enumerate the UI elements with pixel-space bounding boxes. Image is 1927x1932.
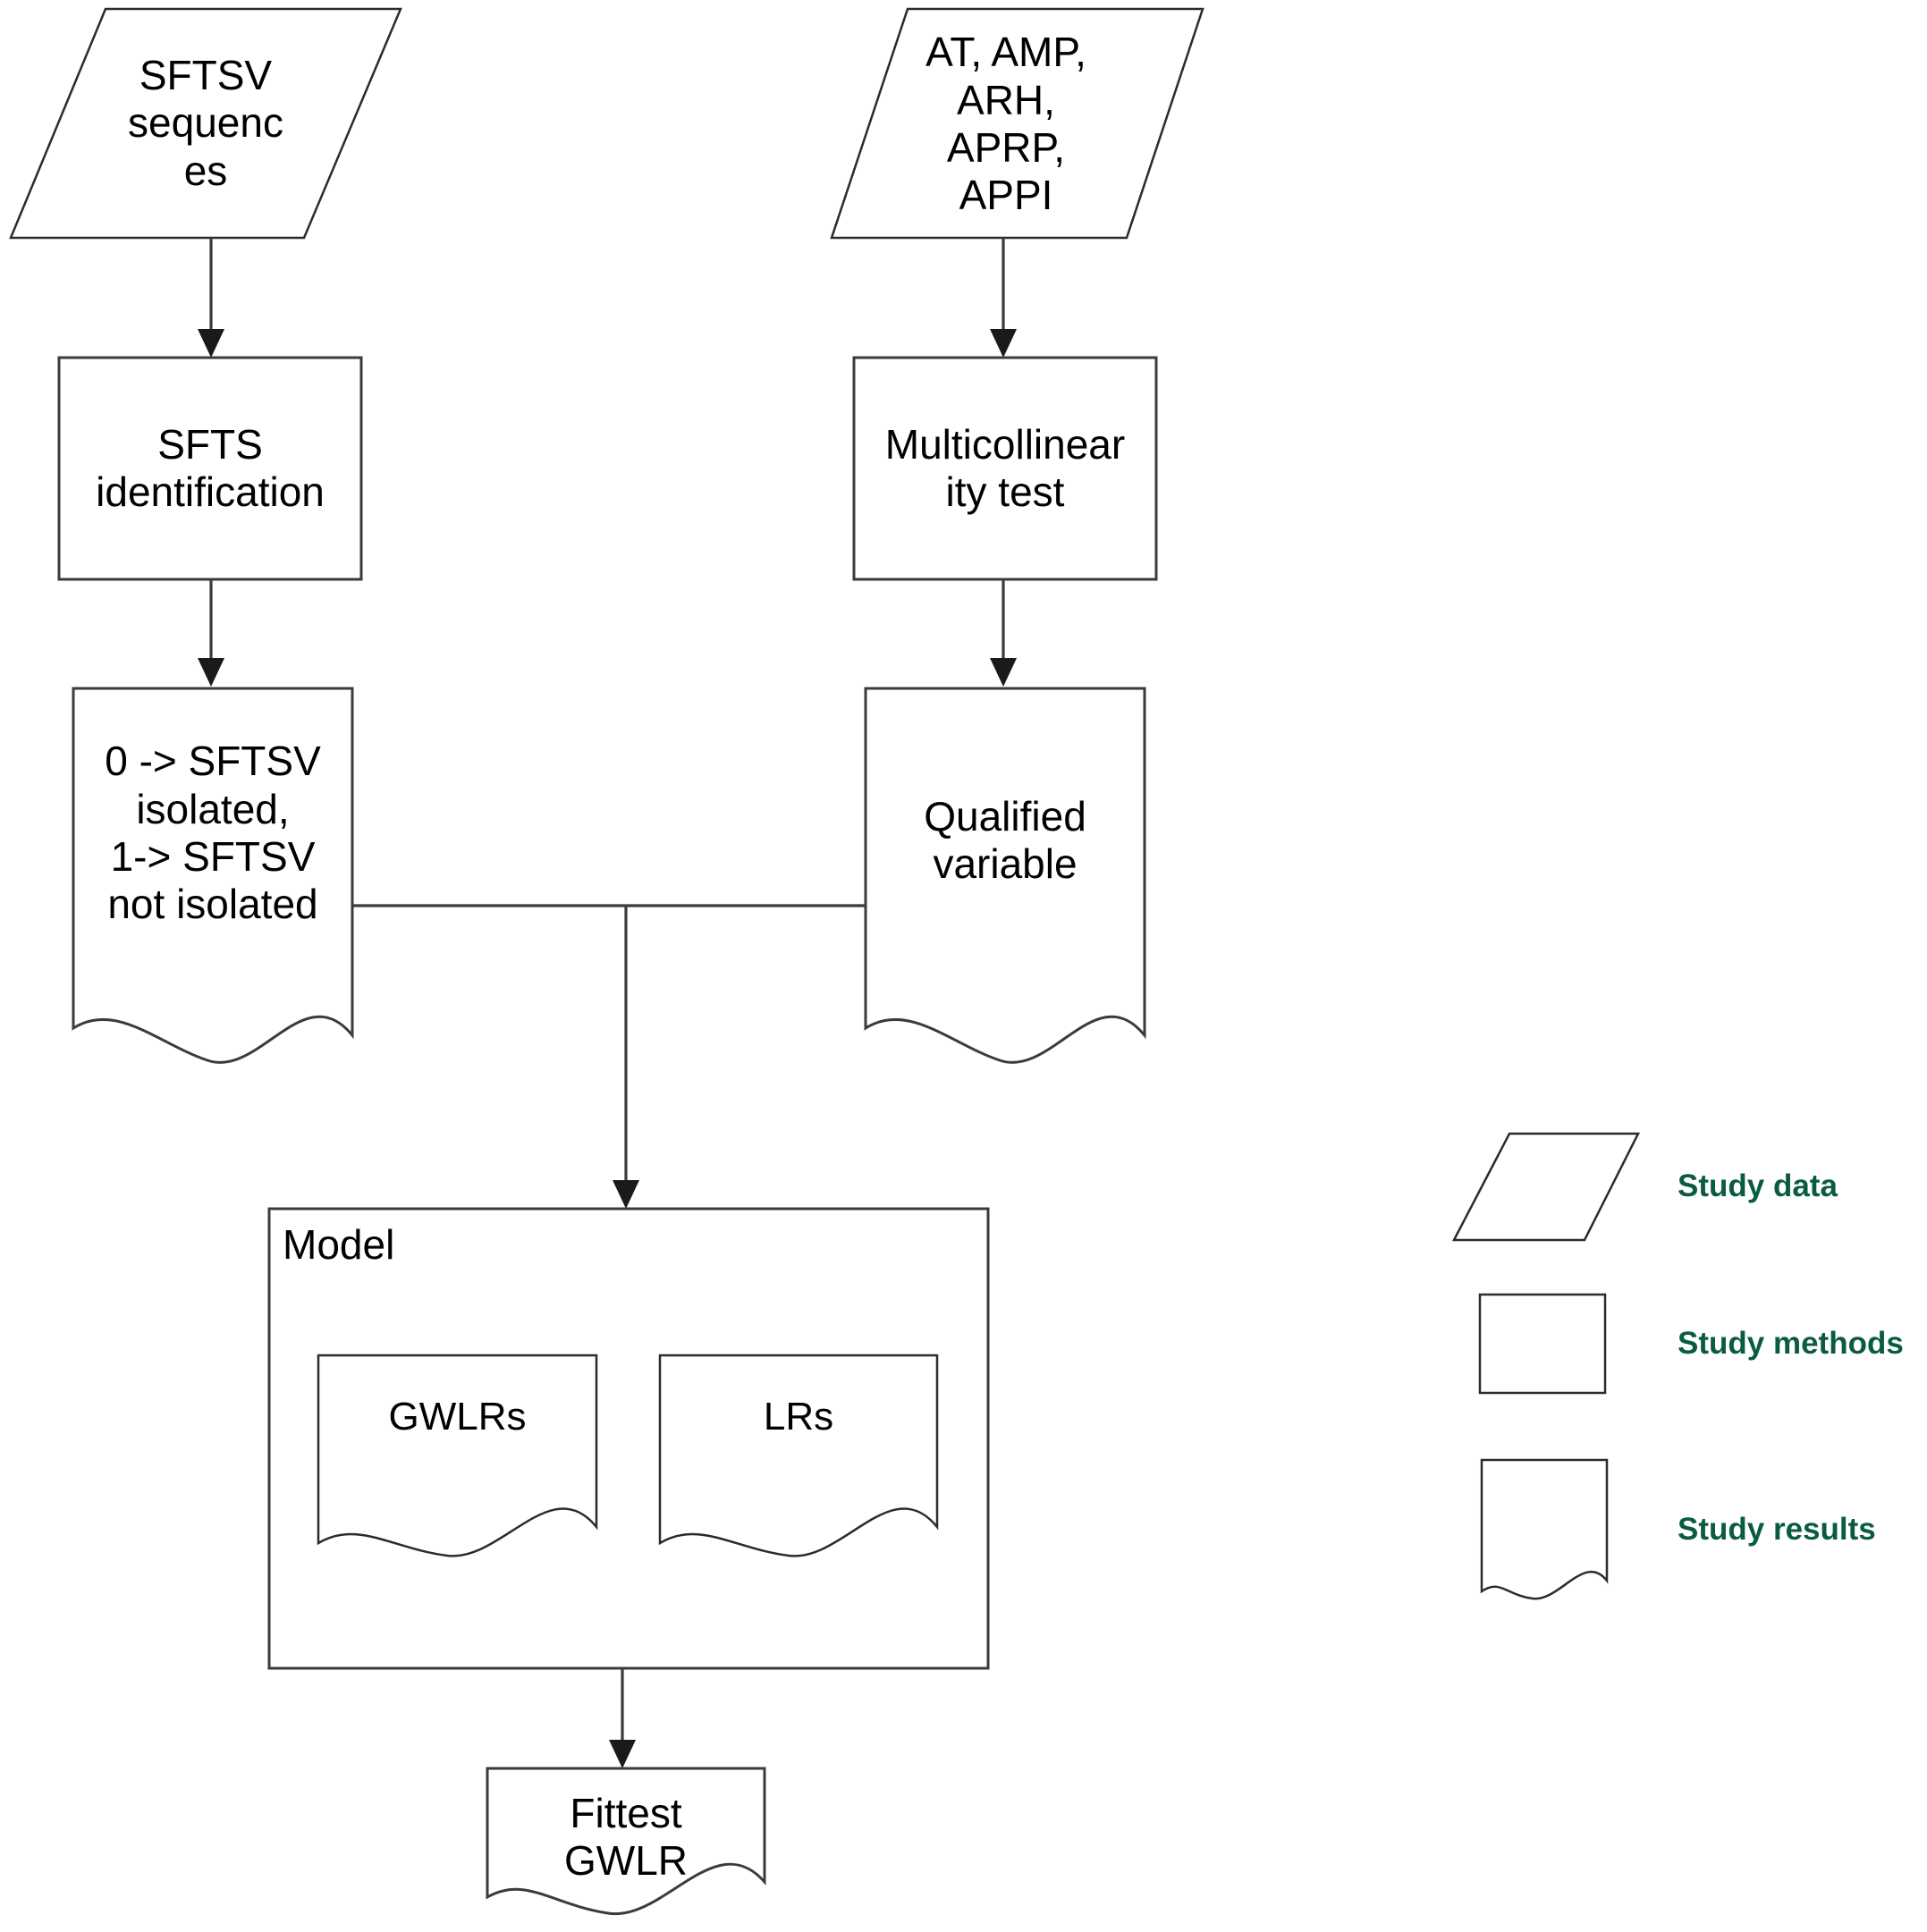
arrowhead-identification-to-coding	[198, 658, 224, 687]
legend-label-study-results: Study results	[1678, 1512, 1876, 1547]
arrowhead-sequences-to-identification	[198, 329, 224, 358]
shape-sftsv-sequences[interactable]	[9, 7, 402, 240]
shape-predictors[interactable]	[830, 7, 1204, 240]
legend-shape-rectangle	[1478, 1293, 1607, 1395]
shape-fittest-gwlr[interactable]	[486, 1767, 766, 1916]
arrowhead-predictors-to-multicollinearity	[990, 329, 1017, 358]
arrowhead-model-to-fittest	[609, 1740, 636, 1768]
arrowhead-join-to-model	[613, 1180, 639, 1209]
shape-gwlrs[interactable]	[317, 1354, 598, 1557]
arrowhead-multicollinearity-to-qualified	[990, 658, 1017, 687]
shape-multicollinearity-test[interactable]	[852, 356, 1158, 581]
legend-shape-document	[1480, 1458, 1609, 1600]
shape-lrs[interactable]	[658, 1354, 939, 1557]
legend-label-study-data: Study data	[1678, 1168, 1838, 1203]
shape-coding-result[interactable]	[72, 687, 354, 1064]
shape-sfts-identification[interactable]	[57, 356, 363, 581]
legend-label-study-methods: Study methods	[1678, 1326, 1904, 1361]
shape-qualified-variable[interactable]	[864, 687, 1146, 1064]
legend-shape-parallelogram	[1451, 1132, 1641, 1242]
